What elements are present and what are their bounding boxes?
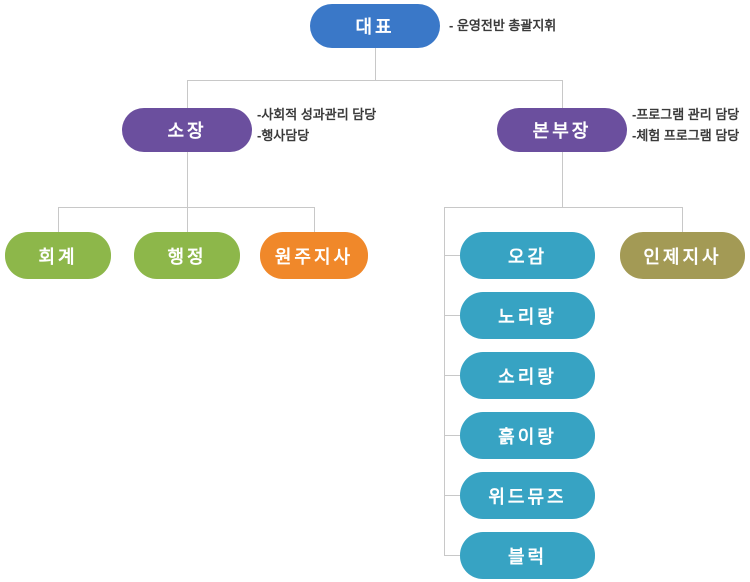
connector-wonju-vertical	[314, 207, 315, 232]
connector-program-spine	[444, 207, 445, 556]
connector-hq-children-horizontal	[444, 207, 683, 208]
node-withmuse: 위드뮤즈	[460, 472, 595, 519]
note-director: -사회적 성과관리 담당 -행사담당	[257, 104, 376, 146]
connector-director-bottom	[187, 152, 188, 207]
connector-stub-norirang	[444, 315, 461, 316]
node-director: 소장	[122, 108, 252, 152]
connector-root-vertical	[375, 48, 376, 80]
connector-stub-sorirang	[444, 375, 461, 376]
node-admin: 행정	[134, 232, 240, 279]
connector-stub-block	[444, 555, 461, 556]
node-heukirang-label: 흙이랑	[498, 426, 557, 447]
connector-stub-heukirang	[444, 435, 461, 436]
node-accounting-label: 회계	[38, 246, 78, 267]
node-ceo-label: 대표	[355, 17, 395, 37]
node-ceo: 대표	[310, 4, 440, 48]
node-block-label: 블럭	[507, 546, 548, 567]
node-inje-branch: 인제지사	[620, 232, 745, 279]
connector-inje-vertical	[682, 207, 683, 232]
connector-level2-horizontal	[187, 80, 563, 81]
connector-accounting-vertical	[58, 207, 59, 232]
connector-director-top	[187, 80, 188, 108]
note-director-line-2: -행사담당	[257, 128, 310, 143]
note-ceo-line: - 운영전반 총괄지휘	[449, 18, 557, 33]
node-sorirang: 소리랑	[460, 352, 595, 399]
note-director-line-1: -사회적 성과관리 담당	[257, 107, 377, 122]
connector-stub-ogam	[444, 255, 461, 256]
note-hq-head-line-1: -프로그램 관리 담당	[632, 107, 740, 122]
node-ogam-label: 오감	[507, 246, 548, 267]
note-hq-head: -프로그램 관리 담당 -체험 프로그램 담당	[632, 104, 739, 146]
node-wonju-branch: 원주지사	[260, 232, 368, 279]
node-sorirang-label: 소리랑	[498, 366, 557, 387]
node-heukirang: 흙이랑	[460, 412, 595, 459]
node-norirang-label: 노리랑	[498, 306, 557, 327]
node-withmuse-label: 위드뮤즈	[488, 486, 567, 507]
node-hq-head: 본부장	[497, 108, 627, 152]
node-ogam: 오감	[460, 232, 595, 279]
node-accounting: 회계	[5, 232, 111, 279]
node-inje-branch-label: 인제지사	[643, 246, 722, 267]
note-hq-head-line-2: -체험 프로그램 담당	[632, 128, 740, 143]
connector-stub-withmuse	[444, 495, 461, 496]
node-hq-head-label: 본부장	[532, 121, 592, 141]
note-ceo: - 운영전반 총괄지휘	[449, 15, 556, 36]
connector-admin-vertical	[187, 207, 188, 232]
node-block: 블럭	[460, 532, 595, 579]
connector-hq-head-bottom	[562, 152, 563, 207]
node-admin-label: 행정	[167, 246, 207, 267]
node-wonju-branch-label: 원주지사	[274, 246, 354, 267]
node-norirang: 노리랑	[460, 292, 595, 339]
connector-hq-head-top	[562, 80, 563, 108]
connector-director-children-horizontal	[58, 207, 315, 208]
node-director-label: 소장	[167, 121, 207, 141]
